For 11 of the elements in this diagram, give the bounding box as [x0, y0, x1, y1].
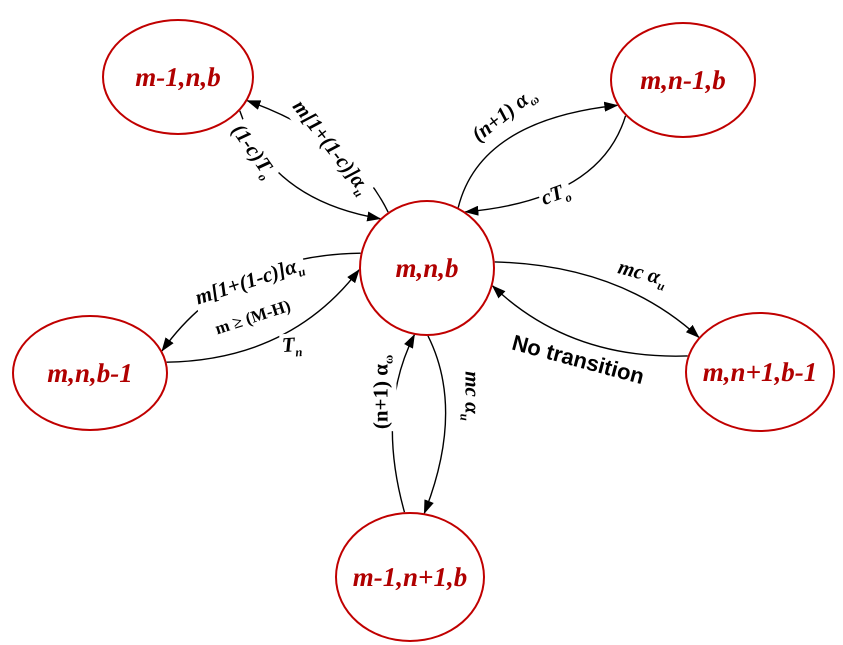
arrow — [494, 261, 700, 338]
arrow — [424, 336, 446, 514]
state-label: m,n,b-1 — [47, 358, 133, 388]
state-label: m,n-1,b — [640, 64, 726, 96]
state-label: m,n+1,b-1 — [702, 356, 818, 388]
state-label: m,n,b — [395, 252, 459, 284]
state-label: m-1,n,b — [135, 62, 221, 92]
arrow — [166, 269, 360, 363]
arrow — [458, 102, 618, 208]
state-label: m-1,n+1,b — [352, 562, 468, 592]
arrow — [492, 285, 688, 357]
